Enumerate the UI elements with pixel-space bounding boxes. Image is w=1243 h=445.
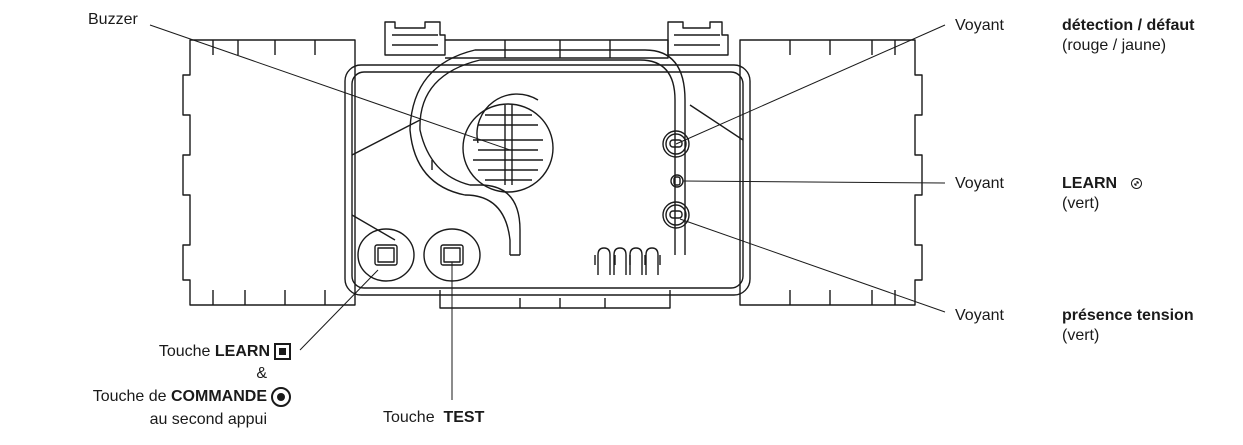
ampersand-label: & [256,365,267,382]
learn-button-icon [274,343,291,361]
buzzer-label: Buzzer [88,11,138,28]
led-mid-title: LEARN [1062,174,1143,193]
voyant-label-top: Voyant [955,17,1004,34]
leader-buzzer [149,24,511,151]
led-mid-subtitle: (vert) [1062,195,1100,212]
voyant-label-bot: Voyant [955,307,1004,324]
voyant-label-mid: Voyant [955,175,1004,192]
second-press-label: au second appui [149,411,267,428]
command-button-icon [271,387,291,407]
frame-left [182,39,356,306]
device-body [344,64,751,296]
learn-button-label: Touche LEARN [159,342,291,361]
buzzer-grille [462,93,554,193]
led-bot-title: présence tension [1062,307,1194,324]
leader-led-top [675,24,946,145]
test-button-label: Touche TEST [383,409,485,426]
buzzer-housing [419,59,676,255]
clip-left [384,21,446,56]
frame-right [739,39,923,306]
led-top-title: détection / défaut [1062,17,1195,34]
learn-button-drawing [357,228,415,282]
leader-led-bot [679,218,946,313]
leader-learn [299,269,379,351]
clip-right [667,21,729,56]
leader-led-mid [682,180,946,184]
led-top-subtitle: (rouge / jaune) [1062,37,1167,54]
led-bot [662,201,690,229]
led-top [662,130,690,158]
led-bot-subtitle: (vert) [1062,327,1100,344]
learn-indicator-icon [1131,178,1143,190]
led-mid [670,174,684,188]
command-button-label: Touche de COMMANDE [93,387,291,407]
